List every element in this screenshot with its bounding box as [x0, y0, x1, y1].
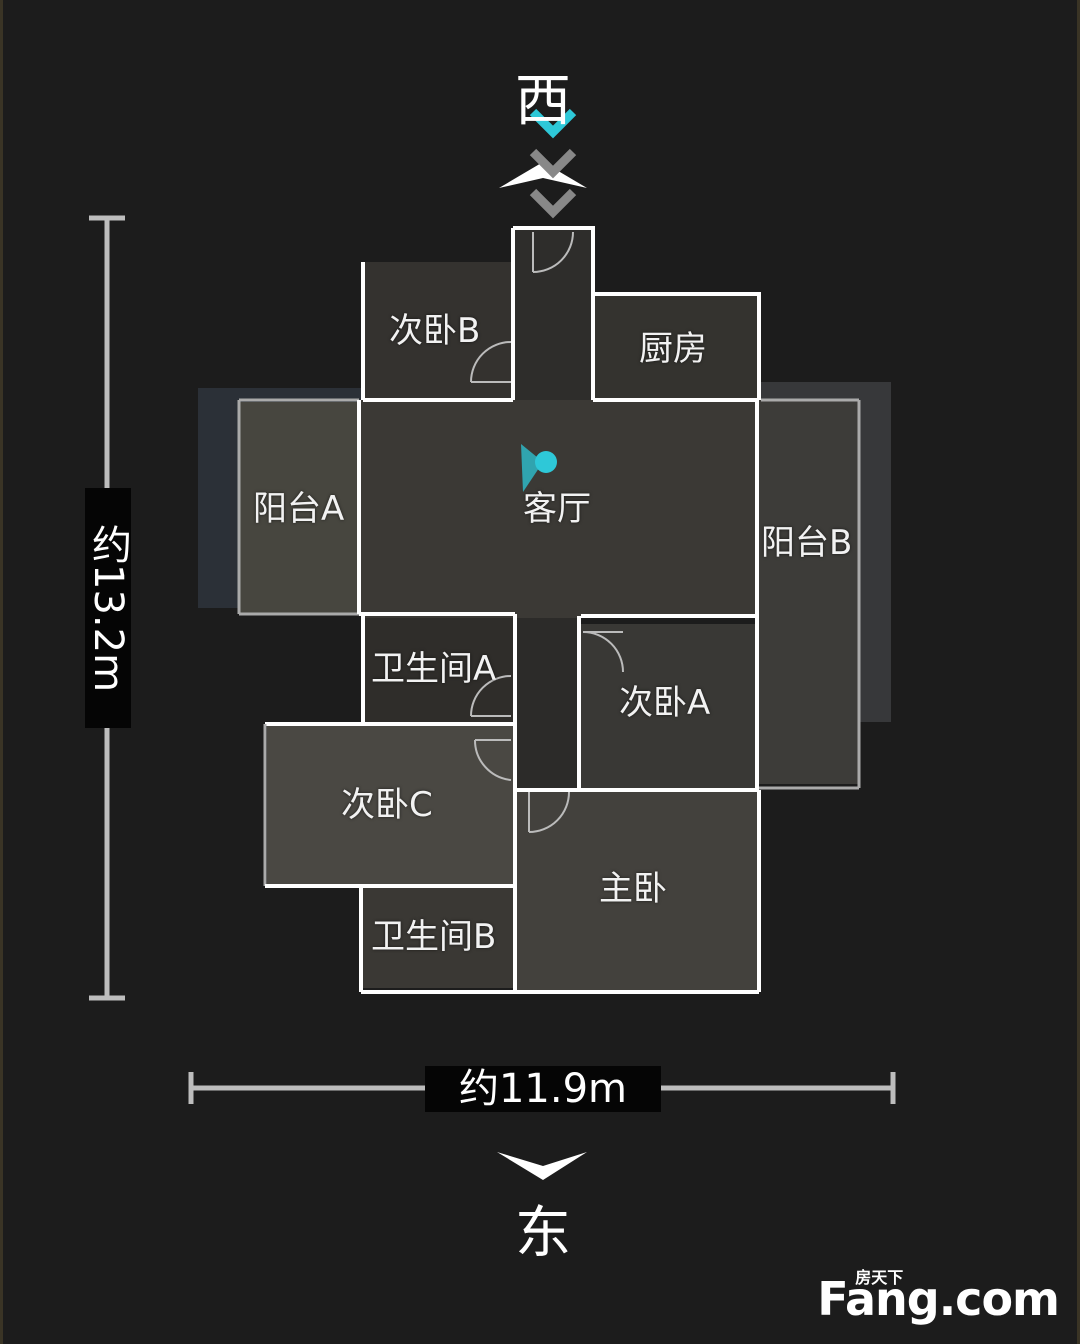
floor-bathroom-a	[363, 618, 513, 722]
floor-hall	[515, 618, 581, 788]
chevron-down-icon	[529, 188, 577, 219]
floor-corridor	[515, 228, 593, 400]
floor-bedroom-c	[267, 726, 515, 884]
logo-brand: Fang.com	[817, 1272, 1060, 1326]
floor-bedroom-b	[363, 262, 513, 398]
room-label-bedroom-b[interactable]: 次卧B	[389, 311, 481, 351]
compass-arrow-icon	[499, 162, 587, 188]
logo-subtitle: 房天下	[855, 1268, 904, 1287]
floor-plan	[89, 108, 896, 1180]
room-label-kitchen[interactable]: 厨房	[639, 329, 707, 369]
floor-balcony-a	[239, 402, 361, 614]
fang-logo: 房天下 Fang.com	[817, 1268, 1060, 1326]
compass-west-label: 西	[515, 69, 571, 134]
room-label-bedroom-c[interactable]: 次卧C	[341, 785, 433, 825]
room-label-bathroom-b[interactable]: 卫生间B	[371, 917, 497, 957]
compass-arrow-icon	[497, 1152, 587, 1180]
floor-kitchen	[593, 296, 759, 400]
floor-bathroom-b	[363, 888, 515, 988]
floor-master	[517, 792, 759, 990]
compass-east-label: 东	[515, 1201, 571, 1266]
room-label-living-room[interactable]: 客厅	[523, 489, 591, 529]
floor-balcony-b	[759, 400, 859, 784]
door-swings	[470, 231, 624, 833]
height-dimension-label: 约13.2m	[85, 488, 131, 728]
room-label-balcony-a[interactable]: 阳台A	[253, 489, 345, 529]
position-marker-icon	[535, 451, 557, 473]
floor-living	[361, 400, 759, 618]
room-label-bedroom-a[interactable]: 次卧A	[619, 683, 711, 723]
chevron-down-icon	[529, 148, 577, 179]
chevron-down-icon	[529, 108, 577, 139]
room-label-master-bedroom[interactable]: 主卧	[599, 869, 667, 909]
room-label-bathroom-a[interactable]: 卫生间A	[371, 649, 497, 689]
room-label-balcony-b[interactable]: 阳台B	[761, 523, 853, 563]
view-cone-icon	[521, 444, 543, 492]
width-dimension-label: 约11.9m	[425, 1066, 661, 1112]
floor-bedroom-a	[581, 624, 757, 788]
walls	[237, 226, 861, 994]
